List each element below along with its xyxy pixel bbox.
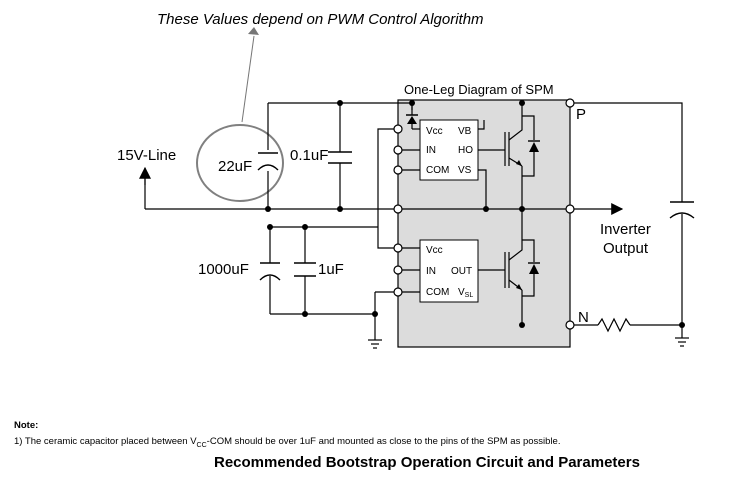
pin-in-high: IN — [426, 145, 436, 156]
label-output: Output — [603, 240, 649, 257]
pwm-annotation: These Values depend on PWM Control Algor… — [157, 11, 484, 28]
bootstrap-diode — [406, 103, 418, 124]
high-side-driver-ic — [419, 119, 479, 181]
capacitor-01uf — [328, 151, 352, 164]
pin-vb: VB — [458, 126, 472, 137]
label-1uf: 1uF — [318, 261, 344, 278]
annotation-pointer — [241, 35, 255, 123]
igbt-high-emitter-arrow — [516, 160, 522, 166]
capacitor-dc-link — [669, 201, 695, 219]
label-1000uf: 1000uF — [198, 261, 249, 278]
annotation-arrowhead — [248, 27, 259, 35]
pin-out: OUT — [451, 266, 472, 277]
ground-symbol-right — [675, 337, 689, 347]
note-text: 1) The ceramic capacitor placed between … — [14, 436, 561, 449]
capacitor-22uf — [257, 152, 279, 171]
bootstrap-circuit-diagram: These Values depend on PWM Control Algor… — [117, 11, 695, 349]
label-inverter: Inverter — [600, 221, 651, 238]
label-terminal-p: P — [576, 106, 586, 123]
pin-vs: VS — [458, 165, 472, 176]
spm-title: One-Leg Diagram of SPM — [404, 82, 554, 97]
pin-vcc-high: Vcc — [426, 126, 443, 137]
low-side-driver-ic — [419, 239, 479, 303]
pin-in-low: IN — [426, 266, 436, 277]
pin-ho: HO — [458, 145, 473, 156]
freewheel-diode-high — [528, 140, 540, 152]
pin-vsl: VSL — [458, 287, 473, 299]
capacitor-1000uf — [259, 262, 281, 281]
label-terminal-n: N — [578, 309, 589, 326]
junction-dots — [265, 100, 685, 328]
pin-com-low: COM — [426, 287, 449, 298]
figure-caption: Recommended Bootstrap Operation Circuit … — [214, 454, 640, 471]
note-title: Note: — [14, 420, 39, 431]
highlight-ellipse — [196, 124, 284, 202]
ground-symbol-left — [368, 339, 382, 349]
shunt-resistor — [597, 317, 631, 333]
label-01uf: 0.1uF — [290, 147, 328, 164]
igbt-low-emitter-arrow — [516, 284, 522, 290]
capacitor-1uf — [294, 262, 316, 277]
freewheel-diode-low — [528, 262, 540, 274]
pin-com-high: COM — [426, 165, 449, 176]
label-15v-line: 15V-Line — [117, 147, 176, 164]
label-22uf: 22uF — [218, 158, 252, 175]
pin-vcc-low: Vcc — [426, 245, 443, 256]
circuit-wires — [144, 102, 683, 340]
spm-terminals — [393, 98, 575, 330]
